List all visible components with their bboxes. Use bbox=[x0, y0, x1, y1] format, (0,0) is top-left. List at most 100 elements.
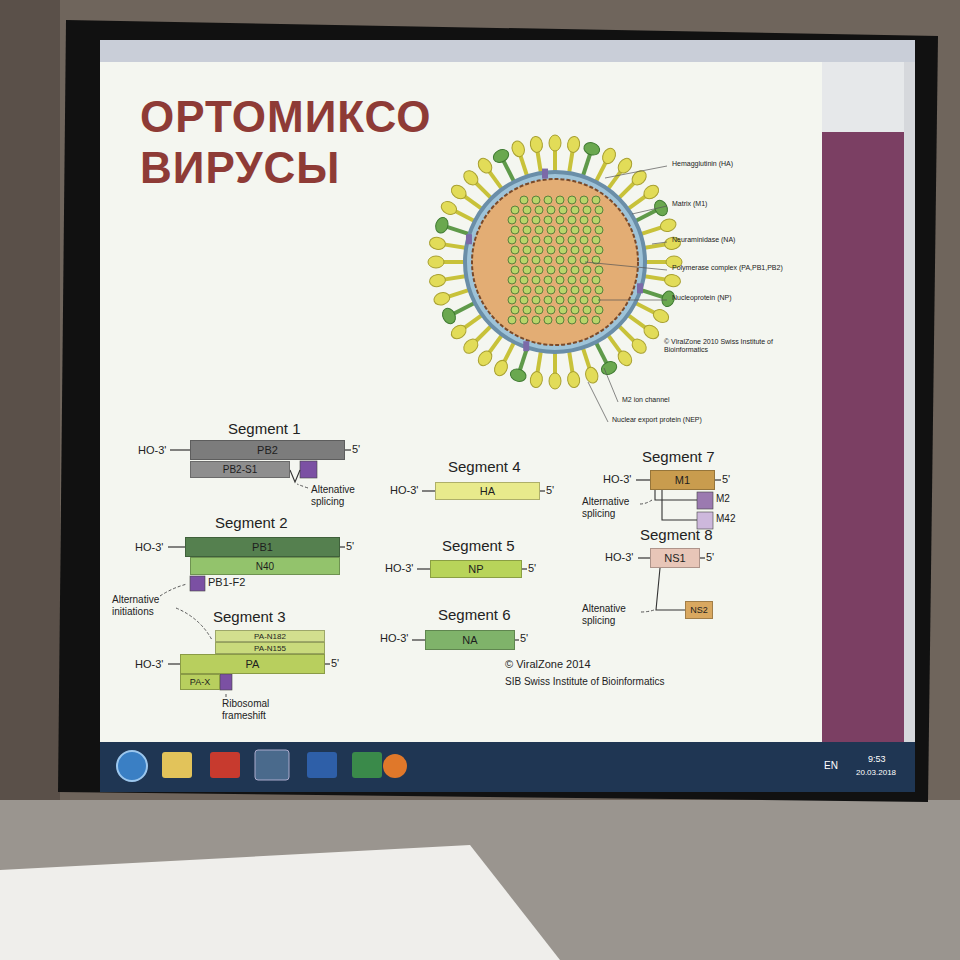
label: © ViralZone 2014 bbox=[505, 658, 591, 671]
exon-square bbox=[190, 576, 205, 591]
ribonucleoprotein bbox=[595, 266, 603, 274]
gene-name: HA bbox=[480, 485, 495, 497]
label-text: © ViralZone 2010 Swiss Institute of Bioi… bbox=[664, 338, 773, 353]
ribonucleoprotein bbox=[556, 316, 564, 324]
ribonucleoprotein bbox=[544, 236, 552, 244]
spike-head bbox=[641, 182, 661, 201]
ribonucleoprotein bbox=[595, 286, 603, 294]
spike-head bbox=[629, 336, 649, 356]
label: Segment 6 bbox=[438, 606, 511, 623]
spike-head bbox=[615, 348, 634, 368]
ribonucleoprotein bbox=[559, 206, 567, 214]
ribonucleoprotein bbox=[568, 236, 576, 244]
label-text: 9:53 bbox=[868, 754, 886, 764]
label: HO-3' bbox=[385, 562, 413, 575]
ribonucleoprotein bbox=[508, 236, 516, 244]
label: Segment 8 bbox=[640, 526, 713, 543]
ribonucleoprotein bbox=[595, 206, 603, 214]
label-text: Segment 4 bbox=[448, 458, 521, 475]
label-text: Nucleoprotein (NP) bbox=[672, 294, 732, 301]
label: Segment 2 bbox=[215, 514, 288, 531]
ribonucleoprotein bbox=[523, 286, 531, 294]
spike-head bbox=[475, 156, 494, 176]
taskbar-icon bbox=[162, 752, 192, 778]
label-text: Polymerase complex (PA,PB1,PB2) bbox=[672, 264, 783, 271]
label-text: Altenative splicing bbox=[311, 484, 355, 507]
label-text: 5' bbox=[352, 443, 360, 455]
spike-head bbox=[440, 306, 458, 326]
leader-line bbox=[598, 300, 667, 301]
ribonucleoprotein bbox=[595, 306, 603, 314]
label: Segment 7 bbox=[642, 448, 715, 465]
label: M2 ion channel bbox=[622, 396, 669, 404]
ribonucleoprotein bbox=[547, 246, 555, 254]
ribonucleoprotein bbox=[544, 296, 552, 304]
spike-head bbox=[510, 139, 526, 158]
dashed-arrow bbox=[297, 484, 308, 488]
label: Ribosomal frameshift bbox=[222, 698, 294, 721]
gene-name: PA-N182 bbox=[254, 632, 286, 641]
label: 5' bbox=[352, 443, 360, 456]
taskbar-icon bbox=[383, 754, 407, 778]
gene-bar: NS2 bbox=[685, 601, 713, 619]
label: HO-3' bbox=[138, 444, 166, 457]
gene-bar: PA bbox=[180, 654, 325, 674]
label-text: Segment 2 bbox=[215, 514, 288, 531]
label-text: Matrix (M1) bbox=[672, 200, 707, 207]
spike-head bbox=[659, 217, 678, 233]
label: 5' bbox=[722, 473, 730, 486]
label-text: © ViralZone 2014 bbox=[505, 658, 591, 670]
ribonucleoprotein bbox=[508, 316, 516, 324]
label-text: HO-3' bbox=[605, 551, 633, 563]
slide bbox=[100, 62, 822, 742]
label: M2 bbox=[716, 493, 730, 505]
dashed-arrow bbox=[176, 608, 212, 640]
strand-line bbox=[700, 557, 705, 558]
label: HO-3' bbox=[380, 632, 408, 645]
surface-spike bbox=[594, 339, 619, 377]
ribonucleoprotein bbox=[544, 256, 552, 264]
ribonucleoprotein bbox=[535, 286, 543, 294]
label: HO-3' bbox=[135, 658, 163, 671]
label-text: HO-3' bbox=[385, 562, 413, 574]
label-text: Nuclear export protein (NEP) bbox=[612, 416, 702, 423]
label: Polymerase complex (PA,PB1,PB2) bbox=[672, 264, 783, 272]
ribonucleoprotein bbox=[583, 226, 591, 234]
window-titlebar bbox=[100, 40, 915, 62]
ribonucleoprotein bbox=[571, 306, 579, 314]
ribonucleoprotein bbox=[556, 276, 564, 284]
ribonucleoprotein bbox=[580, 236, 588, 244]
ribonucleoprotein bbox=[544, 196, 552, 204]
label: SIB Swiss Institute of Bioinformatics bbox=[505, 676, 665, 688]
ribonucleoprotein bbox=[568, 216, 576, 224]
gene-name: PA-N155 bbox=[254, 644, 286, 653]
label: HO-3' bbox=[603, 473, 631, 486]
gene-bar: PB2-S1 bbox=[190, 461, 290, 478]
label-text: HO-3' bbox=[390, 484, 418, 496]
label: Altenative splicing bbox=[311, 484, 373, 507]
spike-head bbox=[566, 136, 580, 154]
m2-channel bbox=[637, 283, 643, 293]
ribonucleoprotein bbox=[547, 286, 555, 294]
ribonucleoprotein bbox=[556, 216, 564, 224]
label-text: 20.03.2018 bbox=[856, 768, 896, 777]
start-button bbox=[117, 751, 147, 781]
label: 5' bbox=[528, 562, 536, 575]
label-text: M2 ion channel bbox=[622, 396, 669, 403]
spike-head bbox=[449, 182, 469, 201]
ribonucleoprotein bbox=[523, 206, 531, 214]
strand-line bbox=[522, 568, 527, 569]
spike-head bbox=[475, 348, 494, 368]
ribonucleoprotein bbox=[520, 316, 528, 324]
label-text: Segment 5 bbox=[442, 537, 515, 554]
ribonucleoprotein bbox=[520, 276, 528, 284]
label: 5' bbox=[520, 632, 528, 645]
strand-line bbox=[715, 479, 721, 480]
label: 9:53 bbox=[868, 754, 886, 764]
ribonucleoprotein bbox=[568, 256, 576, 264]
label-text: Neuraminidase (NA) bbox=[672, 236, 735, 243]
strand-line bbox=[417, 568, 430, 569]
label-text: M42 bbox=[716, 513, 735, 524]
strand-line bbox=[345, 449, 351, 450]
label-text: 5' bbox=[546, 484, 554, 496]
